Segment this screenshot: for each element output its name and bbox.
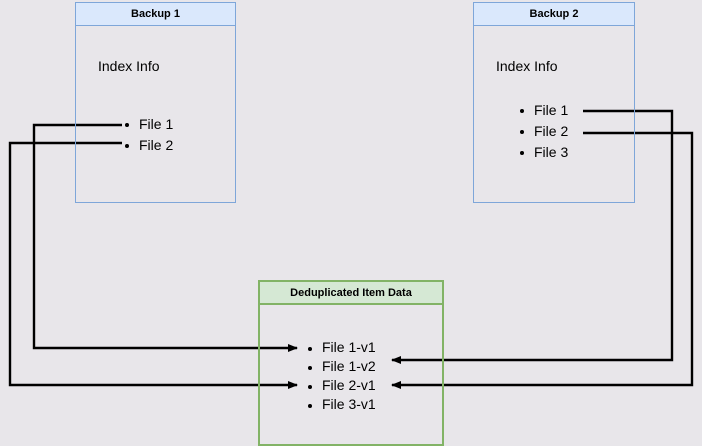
list-item[interactable]: File 2-v1 — [306, 376, 376, 395]
list-item[interactable]: File 1-v2 — [306, 357, 376, 376]
dedup-box[interactable]: Deduplicated Item Data File 1-v1 File 1-… — [258, 280, 444, 446]
backup1-file-list: File 1 File 2 — [123, 114, 173, 156]
backup1-box[interactable]: Backup 1 Index Info File 1 File 2 — [75, 2, 236, 203]
backup2-file-list: File 1 File 2 File 3 — [518, 100, 568, 163]
list-item[interactable]: File 1 — [518, 100, 568, 121]
backup1-index-label: Index Info — [98, 58, 160, 74]
backup2-index-label: Index Info — [496, 58, 558, 74]
list-item[interactable]: File 3-v1 — [306, 395, 376, 414]
backup2-box[interactable]: Backup 2 Index Info File 1 File 2 File 3 — [473, 2, 635, 203]
backup2-header: Backup 2 — [474, 3, 634, 26]
dedup-header: Deduplicated Item Data — [260, 282, 442, 305]
dedup-body: File 1-v1 File 1-v2 File 2-v1 File 3-v1 — [260, 305, 442, 444]
connector-backup1-file2-to-file2v1 — [8, 141, 298, 389]
connector-backup2-file1-to-file1v2 — [391, 109, 674, 364]
list-item[interactable]: File 3 — [518, 142, 568, 163]
connector-backup1-file1-to-file1v1 — [32, 123, 298, 352]
backup2-body: Index Info File 1 File 2 File 3 — [474, 26, 634, 202]
dedup-item-list: File 1-v1 File 1-v2 File 2-v1 File 3-v1 — [306, 338, 376, 414]
connector-backup2-file2-to-file2v1 — [391, 131, 694, 389]
backup1-body: Index Info File 1 File 2 — [76, 26, 235, 202]
list-item[interactable]: File 1 — [123, 114, 173, 135]
backup1-header: Backup 1 — [76, 3, 235, 26]
list-item[interactable]: File 1-v1 — [306, 338, 376, 357]
list-item[interactable]: File 2 — [518, 121, 568, 142]
list-item[interactable]: File 2 — [123, 135, 173, 156]
